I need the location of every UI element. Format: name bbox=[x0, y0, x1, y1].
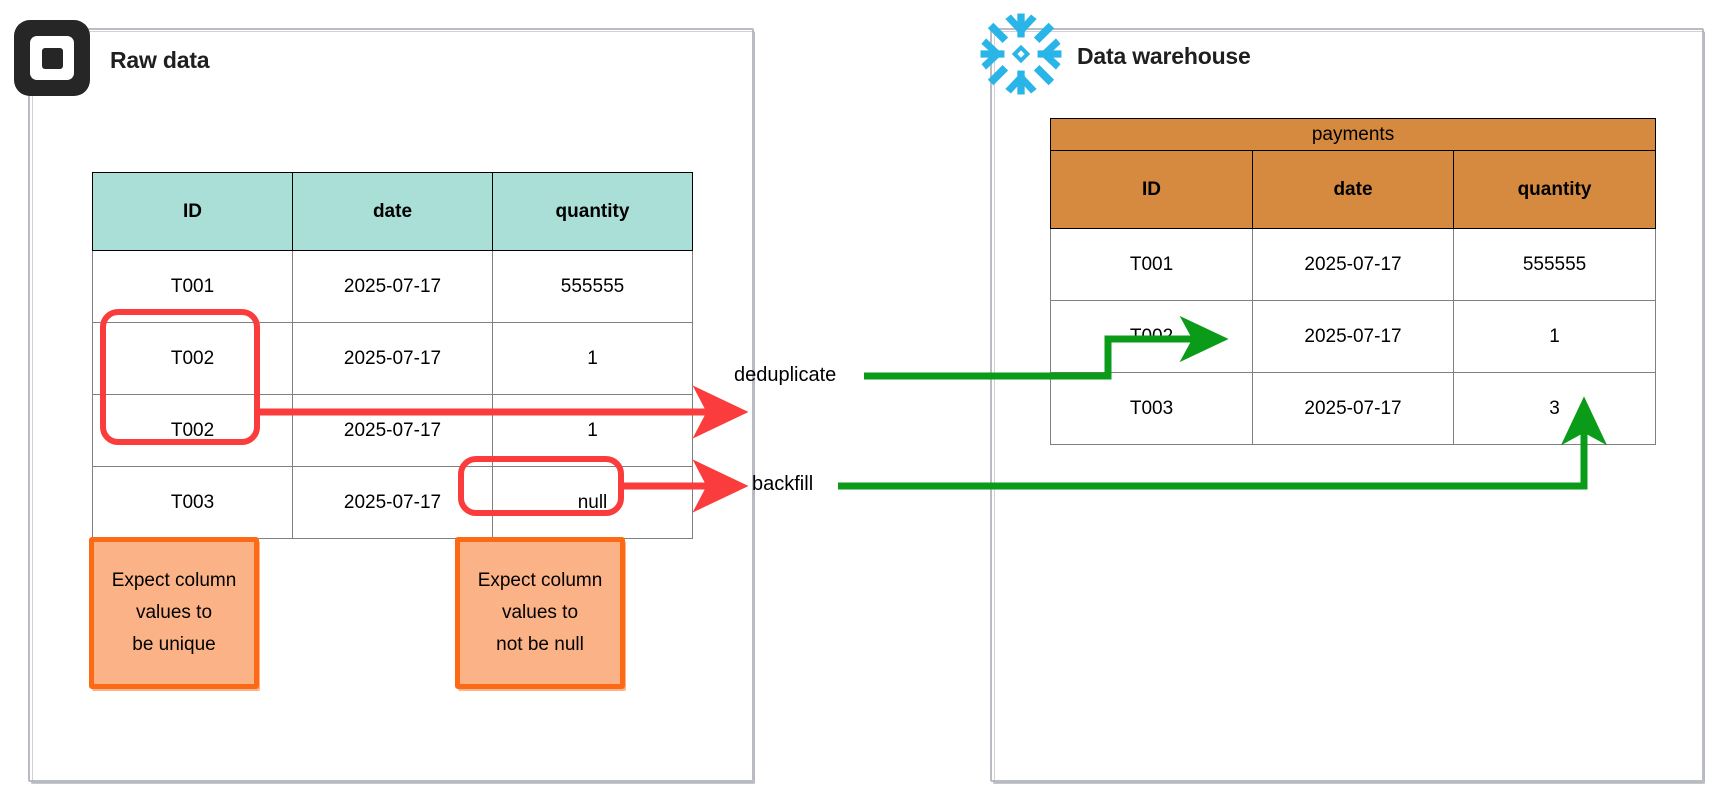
cell-quantity: 1 bbox=[1452, 300, 1657, 373]
cell-date: 2025-07-17 bbox=[292, 394, 493, 467]
cell-id: T003 bbox=[1050, 372, 1253, 445]
table-row: T002 2025-07-17 1 bbox=[1050, 300, 1657, 373]
sticky-note-unique: Expect column values to be unique bbox=[89, 537, 259, 689]
cell-date: 2025-07-17 bbox=[292, 250, 493, 323]
column-header-id: ID bbox=[92, 172, 293, 251]
sticky-note-line: Expect column bbox=[477, 570, 603, 591]
table-header-row: ID date quantity bbox=[92, 172, 693, 251]
cell-date: 2025-07-17 bbox=[1252, 228, 1454, 301]
table-data-warehouse: payments ID date quantity T001 2025-07-1… bbox=[1049, 118, 1657, 445]
cell-id: T002 bbox=[1050, 300, 1253, 373]
cell-quantity: 1 bbox=[492, 322, 693, 395]
cell-date: 2025-07-17 bbox=[292, 322, 493, 395]
table-row: T003 2025-07-17 3 bbox=[1050, 372, 1657, 445]
highlight-duplicate-ids bbox=[100, 309, 260, 445]
cell-id: T001 bbox=[1050, 228, 1253, 301]
column-header-id: ID bbox=[1050, 150, 1253, 229]
column-header-quantity: quantity bbox=[1452, 150, 1657, 229]
cell-quantity: null bbox=[492, 466, 693, 539]
table-title-row: payments bbox=[1049, 118, 1657, 151]
snowflake-logo-icon bbox=[980, 13, 1062, 95]
table-header-row: ID date quantity bbox=[1050, 150, 1657, 229]
column-header-quantity: quantity bbox=[492, 172, 693, 251]
highlight-null-quantity bbox=[458, 456, 624, 516]
table-row: T002 2025-07-17 1 bbox=[92, 322, 693, 395]
square-logo-icon bbox=[14, 20, 90, 96]
flow-label-backfill: backfill bbox=[752, 473, 814, 495]
panel-title-raw-data: Raw data bbox=[110, 47, 210, 73]
sticky-note-line: not be null bbox=[496, 634, 584, 655]
cell-quantity: 3 bbox=[1452, 372, 1657, 445]
cell-quantity: 1 bbox=[492, 394, 693, 467]
cell-quantity: 555555 bbox=[1452, 228, 1657, 301]
cell-quantity: 555555 bbox=[492, 250, 693, 323]
flow-label-deduplicate: deduplicate bbox=[734, 364, 837, 386]
cell-id: T003 bbox=[92, 466, 293, 539]
square-logo-center bbox=[41, 47, 63, 69]
column-header-date: date bbox=[1252, 150, 1454, 229]
sticky-note-not-null: Expect column values to not be null bbox=[455, 537, 625, 689]
table-raw-data: ID date quantity T001 2025-07-17 555555 … bbox=[92, 172, 693, 539]
square-logo-inner-ring bbox=[30, 36, 74, 80]
cell-date: 2025-07-17 bbox=[1252, 372, 1454, 445]
panel-title-data-warehouse: Data warehouse bbox=[1077, 43, 1251, 69]
table-name-payments: payments bbox=[1049, 118, 1657, 151]
sticky-note-line: Expect column bbox=[111, 570, 237, 591]
sticky-note-line: be unique bbox=[132, 634, 216, 655]
sticky-note-line: values to bbox=[135, 602, 213, 623]
sticky-note-line: values to bbox=[501, 602, 579, 623]
table-row: T001 2025-07-17 555555 bbox=[92, 250, 693, 323]
table-row: T001 2025-07-17 555555 bbox=[1050, 228, 1657, 301]
cell-date: 2025-07-17 bbox=[1252, 300, 1454, 373]
column-header-date: date bbox=[292, 172, 493, 251]
